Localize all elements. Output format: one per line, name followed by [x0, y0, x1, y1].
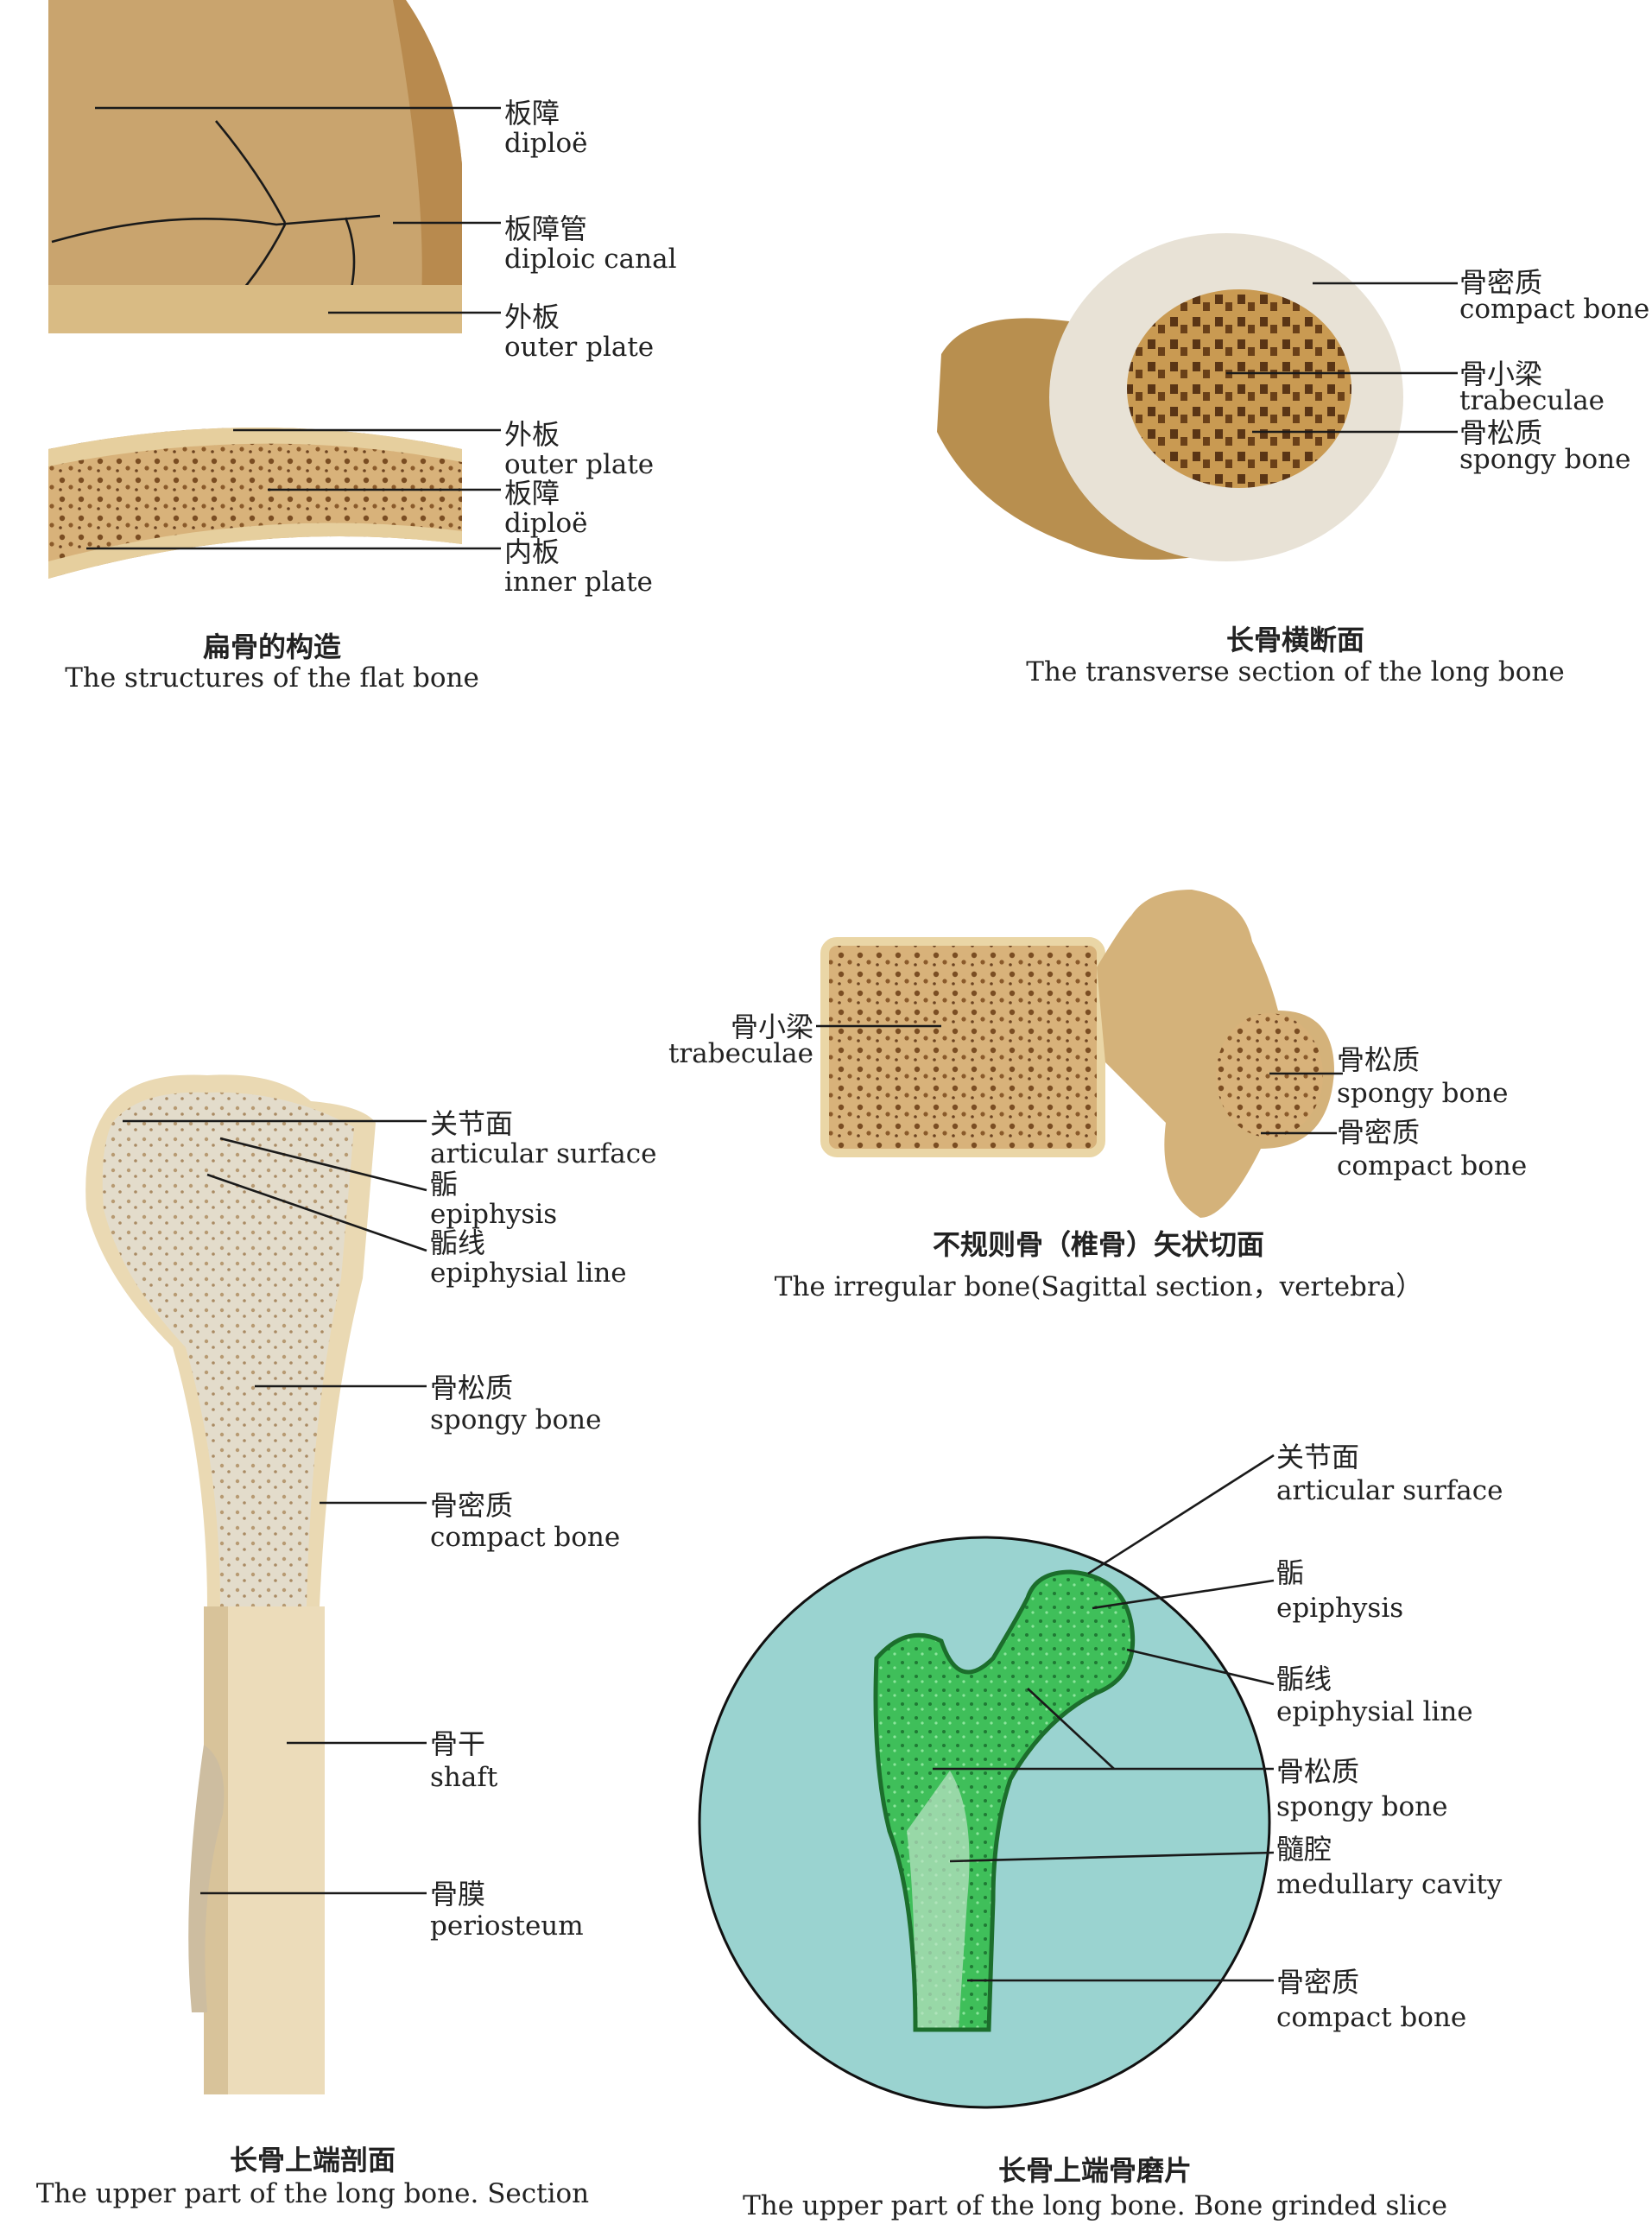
leader-epiphysial-line — [1126, 1648, 1275, 1686]
label-en: compact bone — [1459, 294, 1649, 325]
label-en: spongy bone — [1459, 444, 1630, 475]
label-en: outer plate — [504, 449, 654, 480]
label-en: diploic canal — [504, 244, 677, 275]
label-zh: 骨小梁 — [731, 1011, 813, 1043]
label-en: compact bone — [1276, 2002, 1466, 2033]
label-en: epiphysis — [1276, 1593, 1403, 1624]
label-zh: 板障 — [504, 97, 560, 130]
humerus-spongy-interior — [102, 1092, 354, 1606]
femur-slice-outline — [873, 1569, 1136, 2032]
skull-block-image — [48, 0, 462, 333]
label-en: diploë — [504, 508, 588, 539]
leader-spongy-bone-a — [1027, 1688, 1115, 1770]
leader-medullary-cavity — [949, 1851, 1275, 1863]
label-zh: 板障管 — [504, 212, 587, 245]
vertebral-body-image — [825, 941, 1101, 1153]
caption-zh: 不规则骨（椎骨）矢状切面 — [933, 1228, 1264, 1261]
label-zh: 骨膜 — [430, 1878, 485, 1910]
label-zh: 骺 — [1276, 1556, 1304, 1589]
caption-zh: 扁骨的构造 — [203, 630, 341, 663]
periosteum-flap — [188, 1745, 225, 2012]
transverse-section-panel: 骨密质 compact bone 骨小梁 trabeculae 骨松质 spon… — [937, 233, 1649, 687]
label-zh: 骨干 — [430, 1727, 485, 1760]
label-en: compact bone — [430, 1522, 620, 1553]
label-en: diploë — [504, 128, 588, 159]
label-en: epiphysial line — [1276, 1696, 1473, 1727]
label-zh: 板障 — [504, 477, 560, 510]
outer-plate-band — [48, 285, 462, 333]
label-en: inner plate — [504, 567, 653, 598]
caption-en: The upper part of the long bone. Section — [36, 2178, 589, 2209]
label-zh: 关节面 — [1276, 1441, 1359, 1473]
label-zh: 骨密质 — [1337, 1116, 1420, 1149]
label-zh: 骨松质 — [430, 1372, 513, 1404]
label-zh: 骺线 — [430, 1226, 485, 1259]
label-zh: 骨松质 — [1337, 1043, 1420, 1076]
leader-epiphysis — [219, 1137, 427, 1192]
caption-en: The transverse section of the long bone — [1026, 656, 1564, 687]
label-en: spongy bone — [1337, 1078, 1508, 1109]
label-zh: 内板 — [504, 535, 560, 568]
caption-en: The upper part of the long bone. Bone gr… — [743, 2190, 1447, 2221]
label-en: periosteum — [430, 1910, 584, 1942]
label-en: articular surface — [430, 1138, 656, 1169]
leader-epiphysis — [1092, 1579, 1275, 1610]
label-zh: 骨密质 — [430, 1489, 513, 1522]
label-en: shaft — [430, 1762, 498, 1793]
label-zh: 外板 — [504, 418, 560, 451]
label-en: epiphysial line — [430, 1258, 627, 1289]
leader-epiphysial-line — [206, 1173, 427, 1252]
label-zh: 骺线 — [1276, 1663, 1332, 1695]
label-zh: 骨密质 — [1459, 266, 1542, 299]
skull-block-edge — [393, 0, 462, 333]
label-en: trabeculae — [1459, 385, 1605, 416]
diploic-canal-crack — [51, 120, 381, 320]
label-en: compact bone — [1337, 1150, 1527, 1182]
caption-zh: 长骨上端骨磨片 — [998, 2154, 1192, 2187]
flat-bone-outer-edge — [48, 428, 462, 466]
femur-slice-cortex — [907, 1771, 970, 2030]
label-en: trabeculae — [668, 1038, 813, 1069]
label-zh: 关节面 — [430, 1107, 513, 1140]
vertebra-panel: 骨小梁 trabeculae 骨松质 spongy bone 骨密质 compa… — [668, 890, 1527, 1302]
label-zh: 外板 — [504, 301, 560, 333]
label-zh: 骨小梁 — [1459, 358, 1542, 390]
label-en: spongy bone — [430, 1404, 601, 1435]
label-en: spongy bone — [1276, 1791, 1447, 1822]
label-zh: 骨密质 — [1276, 1966, 1359, 1999]
spinous-process-spongy — [1216, 1013, 1323, 1137]
label-zh: 骨松质 — [1459, 416, 1542, 449]
flat-bone-panel: 板障 diploë 板障管 diploic canal 外板 outer pla… — [48, 0, 677, 694]
label-en: outer plate — [504, 332, 654, 363]
long-bone-section-panel: 关节面 articular surface 骺 epiphysis 骺线 epi… — [36, 1074, 656, 2209]
label-zh: 髓腔 — [1276, 1833, 1332, 1866]
caption-en: The structures of the flat bone — [65, 662, 479, 694]
flat-bone-inner-edge — [48, 523, 462, 579]
caption-zh: 长骨横断面 — [1226, 624, 1364, 656]
caption-zh: 长骨上端剖面 — [230, 2144, 396, 2176]
vertebral-body-rim — [820, 937, 1105, 1157]
label-zh: 骺 — [430, 1168, 458, 1201]
label-en: medullary cavity — [1276, 1869, 1503, 1900]
label-zh: 骨松质 — [1276, 1755, 1359, 1788]
caption-en: The irregular bone(Sagittal section，vert… — [775, 1271, 1422, 1302]
leader-articular-surface — [1087, 1454, 1275, 1575]
label-en: epiphysis — [430, 1199, 557, 1230]
label-en: articular surface — [1276, 1475, 1503, 1506]
transverse-spongy-core — [1127, 289, 1351, 488]
grinded-slice-panel: 关节面 articular surface 骺 epiphysis 骺线 epi… — [698, 1441, 1503, 2221]
